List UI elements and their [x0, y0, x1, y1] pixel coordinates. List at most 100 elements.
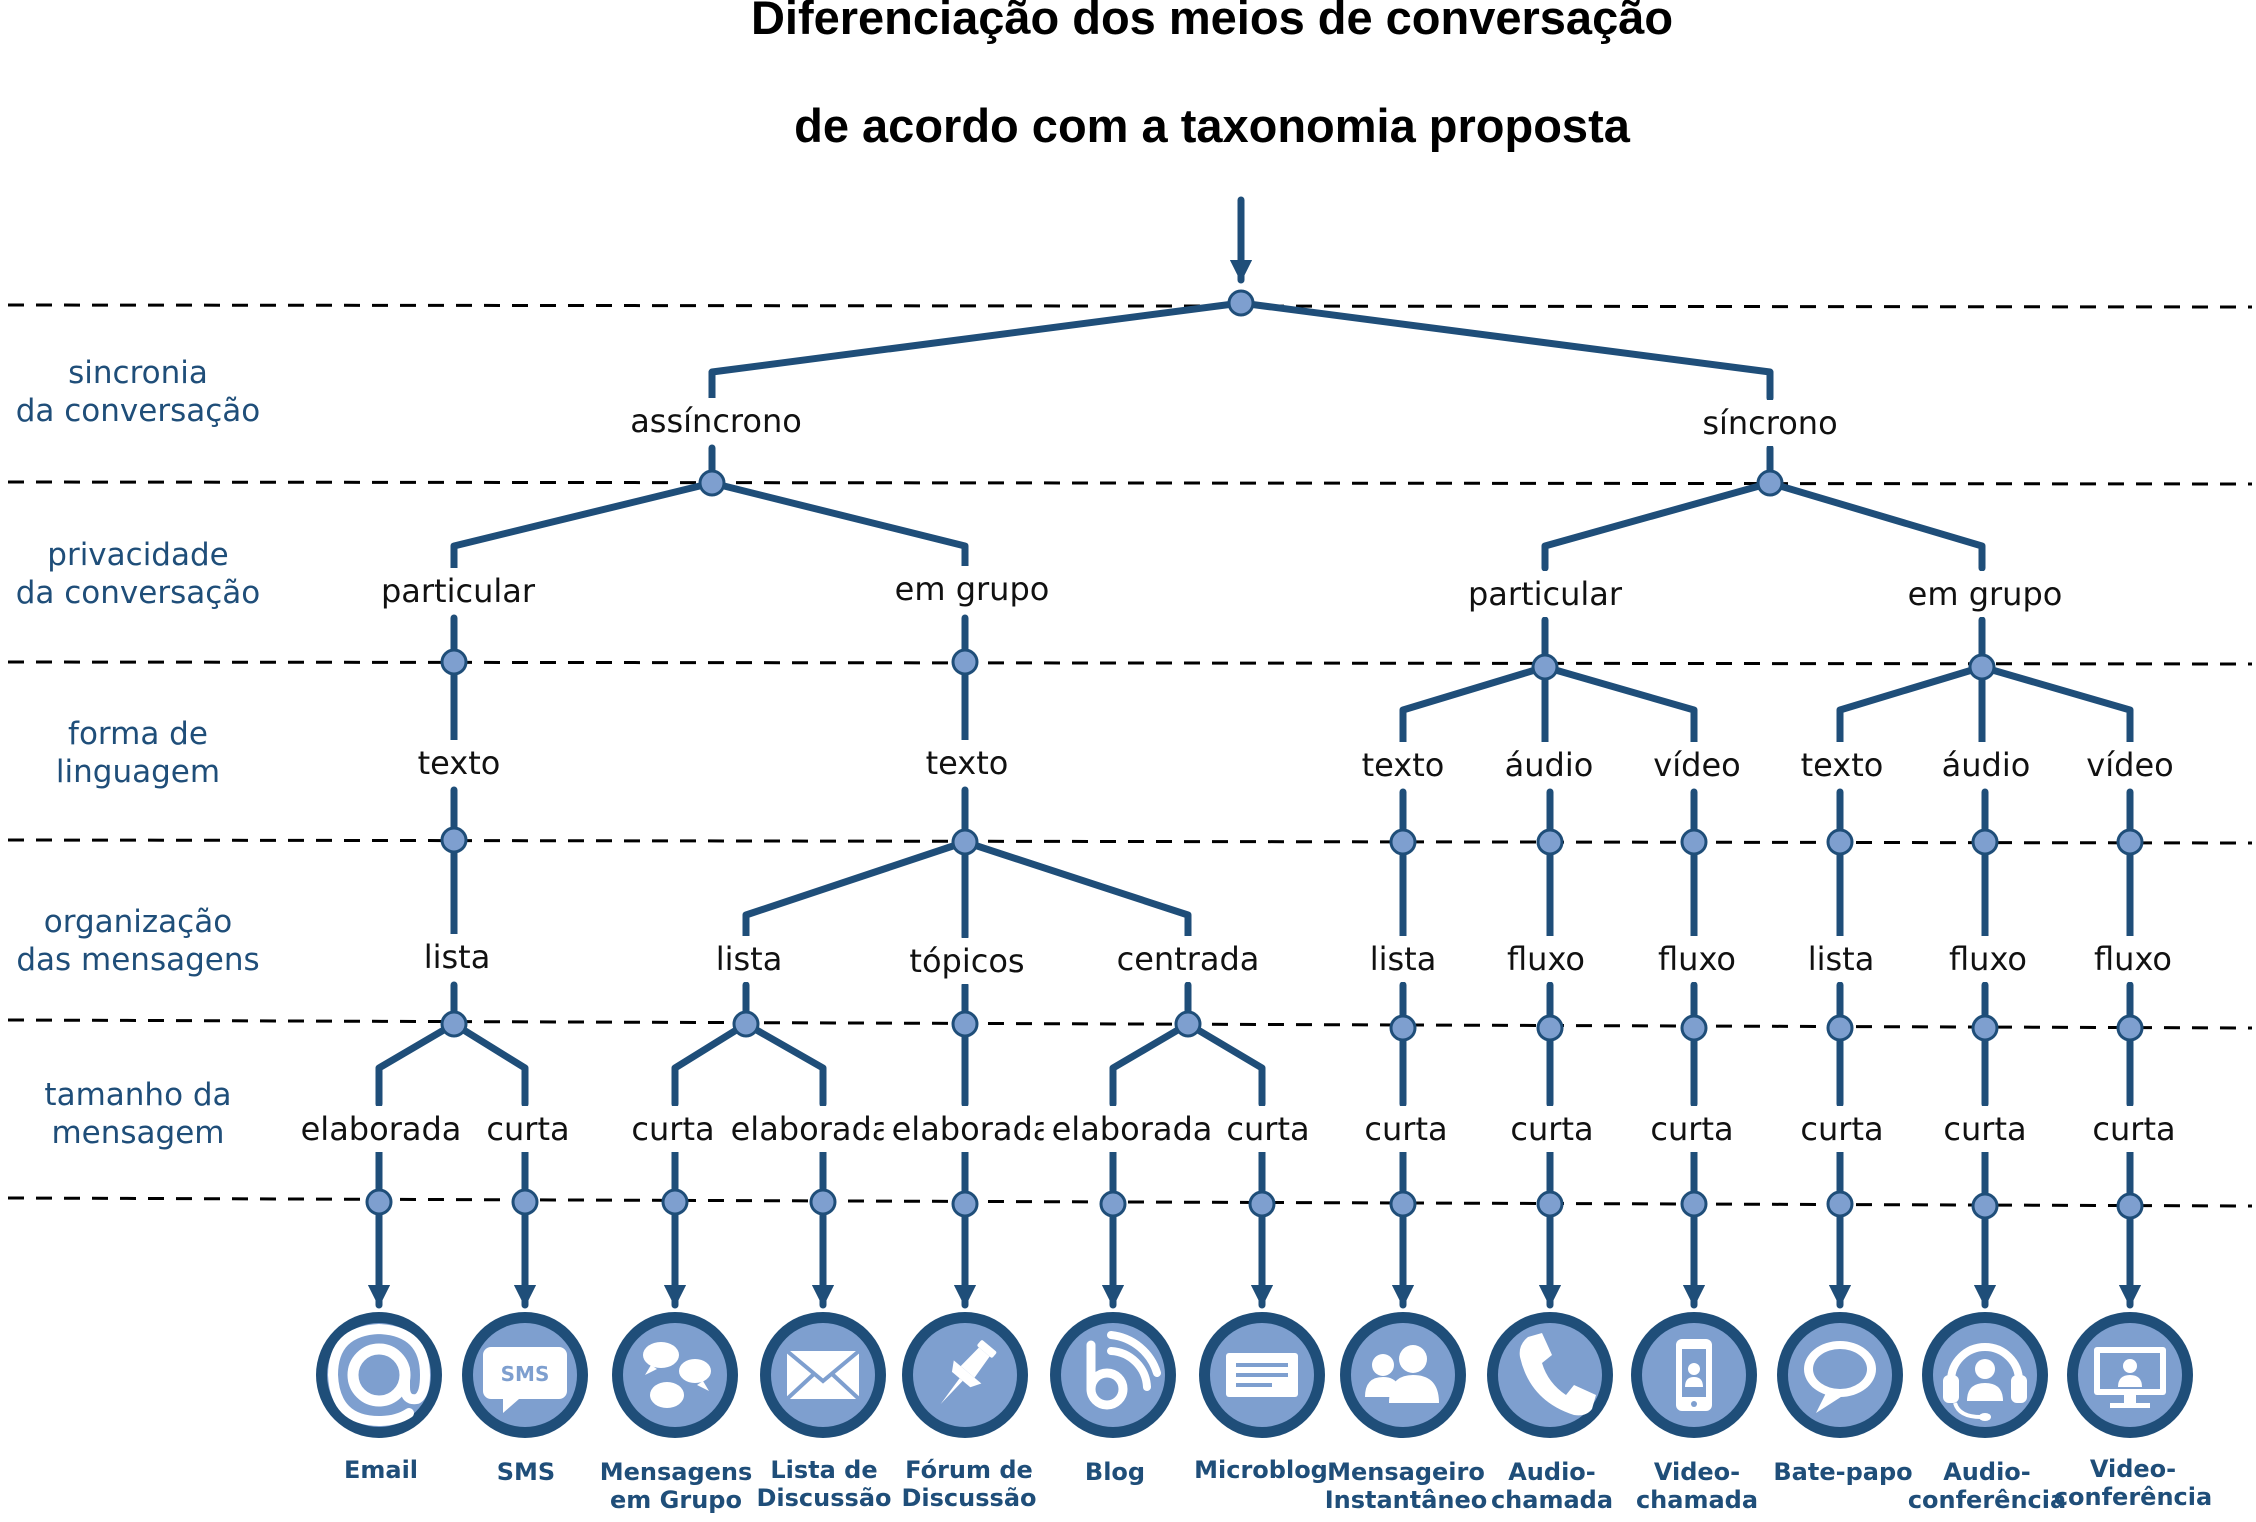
node-label-curta: curta: [1364, 1110, 1447, 1148]
edge-sincrono-particular: [1541, 479, 1774, 572]
label-background: [409, 740, 509, 786]
edge-sp-texto: [1399, 663, 1549, 746]
category-linguagem: forma de linguagem: [56, 716, 220, 790]
category-label: das mensagens: [16, 942, 259, 978]
edge-root-sincrono: [1237, 299, 1774, 402]
separator-line: [7, 1018, 2253, 1030]
edge-sg-video: [1978, 663, 2134, 746]
leaf-label-lista-discussao: Lista de: [770, 1456, 877, 1484]
leaf-label-audio-chamada-line2: chamada: [1491, 1486, 1613, 1514]
node-label-curta: curta: [1943, 1110, 2026, 1148]
sms-icon-text: SMS: [501, 1362, 550, 1386]
node-label-particular: particular: [1468, 575, 1623, 613]
junction-node: [1536, 1014, 1564, 1042]
junction-node: [1099, 1190, 1127, 1218]
monitor-user-icon: [2067, 1312, 2193, 1438]
junction-node: [2116, 1014, 2144, 1042]
node-label-audio: áudio: [1942, 746, 2031, 784]
junction-node: [1536, 1190, 1564, 1218]
junction-node: [440, 1010, 468, 1038]
junction-node: [1536, 828, 1564, 856]
junction-node: [440, 648, 468, 676]
label-background: [1502, 1106, 1602, 1152]
leaf-label-mensageiro: Mensageiro: [1327, 1458, 1485, 1486]
label-background: [1356, 1106, 1456, 1152]
leaf-label-lista-discussao-line2: Discussão: [757, 1484, 892, 1512]
edge-sincrono-grupo: [1766, 479, 1986, 572]
label-background: [1792, 1106, 1892, 1152]
leaf-label-video-conferencia-line2: conferência: [2054, 1483, 2212, 1511]
junction-node: [1680, 828, 1708, 856]
junction-node: [1248, 1190, 1276, 1218]
label-background: [1650, 936, 1744, 982]
edge-texto-centrada: [961, 838, 1192, 941]
junction-node: [732, 1010, 760, 1038]
junction-node: [1826, 1014, 1854, 1042]
label-background: [1459, 571, 1631, 617]
leaf-label-video-chamada-line2: chamada: [1636, 1486, 1758, 1514]
node-label-topicos: tópicos: [909, 942, 1024, 980]
junction-node: [1389, 1014, 1417, 1042]
leaf-icons: SMS: [316, 1312, 2193, 1438]
leaf-label-video-conferencia: Video-: [2090, 1455, 2176, 1483]
category-label: linguagem: [56, 754, 220, 790]
junction-node: [951, 648, 979, 676]
leaf-label-bate-papo: Bate-papo: [1773, 1458, 1912, 1486]
node-label-fluxo: fluxo: [1507, 940, 1585, 978]
leaf-label-mensagens-line2: em Grupo: [610, 1486, 742, 1514]
label-background: [1645, 742, 1749, 788]
label-background: [478, 1106, 578, 1152]
label-background: [1499, 936, 1593, 982]
junction-node: [1968, 653, 1996, 681]
category-organizacao: organização das mensagens: [16, 904, 259, 978]
edge-root-assincrono: [708, 299, 1245, 402]
edge-lista-curta: [450, 1020, 529, 1108]
label-background: [1899, 571, 2071, 617]
label-background: [372, 568, 544, 614]
level-separators: [7, 303, 2253, 1208]
junction-nodes: [365, 289, 2144, 1220]
label-background: [1361, 936, 1445, 982]
category-label: organização: [44, 904, 232, 940]
leaf-label-sms: SMS: [497, 1458, 555, 1486]
junction-node: [1227, 289, 1255, 317]
junction-node: [1756, 469, 1784, 497]
smartphone-icon: [1631, 1312, 1757, 1438]
node-label-assincrono: assíncrono: [630, 402, 802, 440]
edge-assincrono-grupo: [708, 479, 969, 572]
category-label: da conversação: [16, 575, 261, 611]
label-background: [2078, 742, 2182, 788]
label-background: [1799, 936, 1883, 982]
junction-node: [1680, 1190, 1708, 1218]
phone-handset-icon: [1487, 1312, 1613, 1438]
separator-line: [7, 303, 2253, 309]
leaf-label-email: Email: [344, 1456, 418, 1484]
label-background: [1353, 742, 1453, 788]
separator-line: [7, 480, 2253, 486]
edge-centrada-elaborada: [1109, 1020, 1192, 1108]
label-background: [901, 938, 1033, 984]
node-label-texto: texto: [1801, 746, 1884, 784]
node-label-curta: curta: [2092, 1110, 2175, 1148]
junction-node: [1174, 1010, 1202, 1038]
pushpin-icon: [902, 1312, 1028, 1438]
people-icon: [1340, 1312, 1466, 1438]
label-background: [2084, 1106, 2184, 1152]
node-label-curta: curta: [1650, 1110, 1733, 1148]
label-background: [886, 566, 1058, 612]
category-tamanho: tamanho da mensagem: [44, 1077, 231, 1151]
leaf-label-microblog: Microblog: [1194, 1456, 1328, 1484]
label-background: [415, 934, 499, 980]
label-background: [1043, 1106, 1221, 1152]
node-label-em-grupo: em grupo: [895, 570, 1050, 608]
category-label: da conversação: [16, 393, 261, 429]
label-background: [1496, 742, 1602, 788]
label-background: [1935, 1106, 2035, 1152]
node-label-curta: curta: [1800, 1110, 1883, 1148]
category-label: sincronia: [68, 355, 208, 391]
label-background: [1941, 936, 2035, 982]
junction-node: [1971, 828, 1999, 856]
blog-feed-icon: [1050, 1312, 1176, 1438]
label-background: [917, 740, 1017, 786]
